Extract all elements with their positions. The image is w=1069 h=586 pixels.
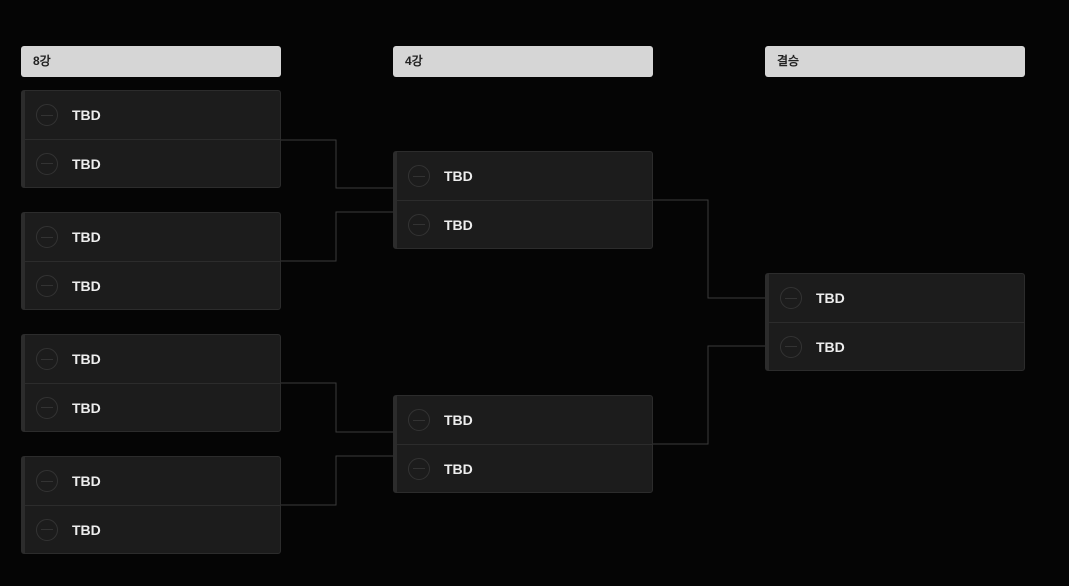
circle-minus-icon xyxy=(36,104,58,126)
round-header-quarterfinal: 8강 xyxy=(21,46,281,77)
team-name: TBD xyxy=(444,216,473,233)
circle-minus-icon xyxy=(36,226,58,248)
team-name: TBD xyxy=(72,229,101,245)
match-semifinal-2[interactable]: TBD TBD xyxy=(393,395,653,493)
round-header-final: 결승 xyxy=(765,46,1025,77)
match-final[interactable]: TBD TBD xyxy=(765,273,1025,371)
circle-minus-icon xyxy=(36,470,58,492)
connector-qf2-sf1 xyxy=(280,211,394,262)
circle-minus-icon xyxy=(780,335,802,358)
team-slot[interactable]: TBD xyxy=(397,444,652,492)
circle-minus-icon xyxy=(36,518,58,541)
round-header-semifinal: 4강 xyxy=(393,46,653,77)
team-slot[interactable]: TBD xyxy=(397,152,652,200)
team-name: TBD xyxy=(72,521,101,538)
team-slot[interactable]: TBD xyxy=(25,91,280,139)
team-slot[interactable]: TBD xyxy=(25,335,280,383)
team-name: TBD xyxy=(816,338,845,355)
team-name: TBD xyxy=(72,277,101,294)
connector-qf3-sf2 xyxy=(280,382,394,433)
team-name: TBD xyxy=(72,399,101,416)
team-slot[interactable]: TBD xyxy=(397,396,652,444)
team-name: TBD xyxy=(72,155,101,172)
circle-minus-icon xyxy=(780,287,802,309)
circle-minus-icon xyxy=(408,213,430,236)
team-name: TBD xyxy=(444,460,473,477)
circle-minus-icon xyxy=(408,165,430,187)
circle-minus-icon xyxy=(36,274,58,297)
team-slot[interactable]: TBD xyxy=(769,274,1024,322)
match-quarterfinal-4[interactable]: TBD TBD xyxy=(21,456,281,554)
team-slot[interactable]: TBD xyxy=(25,457,280,505)
team-name: TBD xyxy=(72,107,101,123)
team-name: TBD xyxy=(72,351,101,367)
team-slot[interactable]: TBD xyxy=(25,213,280,261)
circle-minus-icon xyxy=(408,409,430,431)
match-quarterfinal-3[interactable]: TBD TBD xyxy=(21,334,281,432)
connector-qf1-sf1 xyxy=(280,139,394,189)
circle-minus-icon xyxy=(408,457,430,480)
match-quarterfinal-2[interactable]: TBD TBD xyxy=(21,212,281,310)
match-quarterfinal-1[interactable]: TBD TBD xyxy=(21,90,281,188)
team-slot[interactable]: TBD xyxy=(397,200,652,248)
circle-minus-icon xyxy=(36,348,58,370)
team-slot[interactable]: TBD xyxy=(25,139,280,187)
team-name: TBD xyxy=(72,473,101,489)
team-slot[interactable]: TBD xyxy=(25,261,280,309)
team-slot[interactable]: TBD xyxy=(25,505,280,553)
team-name: TBD xyxy=(444,412,473,428)
team-slot[interactable]: TBD xyxy=(25,383,280,431)
team-name: TBD xyxy=(816,290,845,306)
connector-sf1-final xyxy=(652,199,766,299)
circle-minus-icon xyxy=(36,152,58,175)
match-semifinal-1[interactable]: TBD TBD xyxy=(393,151,653,249)
team-slot[interactable]: TBD xyxy=(769,322,1024,370)
connector-qf4-sf2 xyxy=(280,455,394,506)
connector-sf2-final xyxy=(652,345,766,445)
circle-minus-icon xyxy=(36,396,58,419)
team-name: TBD xyxy=(444,168,473,184)
